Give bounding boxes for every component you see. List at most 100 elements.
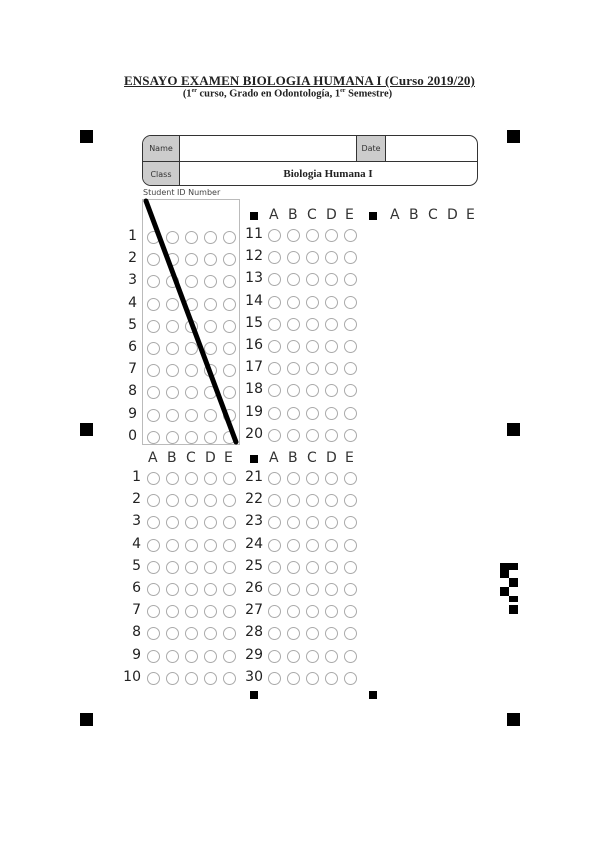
answer-bubble[interactable]	[325, 560, 338, 574]
answer-bubble[interactable]	[223, 605, 236, 619]
answer-bubble[interactable]	[166, 494, 179, 508]
answer-bubble[interactable]	[147, 671, 160, 685]
answer-bubble[interactable]	[204, 319, 217, 333]
answer-bubble[interactable]	[147, 538, 160, 552]
answer-bubble[interactable]	[185, 605, 198, 619]
answer-bubble[interactable]	[287, 671, 300, 685]
answer-bubble[interactable]	[166, 516, 179, 530]
answer-bubble[interactable]	[268, 472, 281, 485]
answer-bubble[interactable]	[306, 538, 319, 552]
answer-bubble[interactable]	[306, 671, 319, 685]
answer-bubble[interactable]	[185, 583, 198, 596]
answer-bubble[interactable]	[268, 362, 281, 376]
answer-bubble[interactable]	[325, 273, 338, 287]
answer-bubble[interactable]	[306, 472, 319, 485]
answer-bubble[interactable]	[287, 362, 300, 376]
answer-bubble[interactable]	[306, 627, 319, 641]
answer-bubble[interactable]	[185, 472, 198, 485]
answer-bubble[interactable]	[306, 295, 319, 309]
answer-bubble[interactable]	[185, 516, 198, 530]
answer-bubble[interactable]	[325, 605, 338, 619]
answer-bubble[interactable]	[344, 627, 357, 641]
answer-bubble[interactable]	[223, 538, 236, 552]
answer-bubble[interactable]	[147, 494, 160, 508]
answer-bubble[interactable]	[344, 295, 357, 309]
answer-bubble[interactable]	[306, 340, 319, 353]
answer-bubble[interactable]	[325, 340, 338, 353]
answer-bubble[interactable]	[185, 649, 198, 663]
answer-bubble[interactable]	[204, 231, 217, 244]
answer-bubble[interactable]	[325, 472, 338, 485]
answer-bubble[interactable]	[325, 362, 338, 376]
answer-bubble[interactable]	[223, 297, 236, 311]
answer-bubble[interactable]	[287, 627, 300, 641]
answer-bubble[interactable]	[344, 362, 357, 376]
answer-bubble[interactable]	[166, 231, 179, 244]
answer-bubble[interactable]	[325, 494, 338, 508]
answer-bubble[interactable]	[204, 649, 217, 663]
answer-bubble[interactable]	[268, 671, 281, 685]
answer-bubble[interactable]	[185, 538, 198, 552]
answer-bubble[interactable]	[325, 406, 338, 420]
answer-bubble[interactable]	[147, 516, 160, 530]
answer-bubble[interactable]	[147, 583, 160, 596]
answer-bubble[interactable]	[185, 319, 198, 333]
answer-bubble[interactable]	[166, 627, 179, 641]
answer-bubble[interactable]	[344, 428, 357, 442]
answer-bubble[interactable]	[344, 251, 357, 265]
answer-bubble[interactable]	[344, 340, 357, 353]
answer-bubble[interactable]	[268, 384, 281, 398]
answer-bubble[interactable]	[204, 494, 217, 508]
answer-bubble[interactable]	[268, 516, 281, 530]
answer-bubble[interactable]	[344, 229, 357, 242]
answer-bubble[interactable]	[306, 273, 319, 287]
answer-bubble[interactable]	[185, 231, 198, 244]
answer-bubble[interactable]	[268, 406, 281, 420]
answer-bubble[interactable]	[344, 472, 357, 485]
answer-bubble[interactable]	[287, 229, 300, 242]
answer-bubble[interactable]	[287, 295, 300, 309]
answer-bubble[interactable]	[325, 317, 338, 331]
answer-bubble[interactable]	[344, 538, 357, 552]
answer-bubble[interactable]	[287, 560, 300, 574]
answer-bubble[interactable]	[344, 494, 357, 508]
answer-bubble[interactable]	[185, 560, 198, 574]
answer-bubble[interactable]	[185, 494, 198, 508]
answer-bubble[interactable]	[166, 583, 179, 596]
answer-bubble[interactable]	[306, 251, 319, 265]
answer-bubble[interactable]	[325, 538, 338, 552]
answer-bubble[interactable]	[325, 627, 338, 641]
answer-bubble[interactable]	[147, 472, 160, 485]
answer-bubble[interactable]	[204, 297, 217, 311]
answer-bubble[interactable]	[166, 472, 179, 485]
answer-bubble[interactable]	[287, 384, 300, 398]
answer-bubble[interactable]	[268, 229, 281, 242]
answer-bubble[interactable]	[325, 384, 338, 398]
answer-bubble[interactable]	[306, 516, 319, 530]
answer-bubble[interactable]	[268, 494, 281, 508]
answer-bubble[interactable]	[268, 340, 281, 353]
answer-bubble[interactable]	[204, 583, 217, 596]
answer-bubble[interactable]	[268, 560, 281, 574]
answer-bubble[interactable]	[223, 649, 236, 663]
name-field[interactable]	[180, 136, 356, 161]
answer-bubble[interactable]	[344, 605, 357, 619]
answer-bubble[interactable]	[223, 231, 236, 244]
answer-bubble[interactable]	[204, 605, 217, 619]
answer-bubble[interactable]	[147, 231, 160, 244]
answer-bubble[interactable]	[344, 384, 357, 398]
answer-bubble[interactable]	[223, 472, 236, 485]
answer-bubble[interactable]	[306, 229, 319, 242]
answer-bubble[interactable]	[287, 605, 300, 619]
answer-bubble[interactable]	[268, 605, 281, 619]
answer-bubble[interactable]	[344, 317, 357, 331]
answer-bubble[interactable]	[185, 627, 198, 641]
answer-bubble[interactable]	[306, 605, 319, 619]
answer-bubble[interactable]	[344, 273, 357, 287]
answer-bubble[interactable]	[344, 516, 357, 530]
answer-bubble[interactable]	[166, 671, 179, 685]
answer-bubble[interactable]	[306, 317, 319, 331]
answer-bubble[interactable]	[185, 430, 198, 444]
answer-bubble[interactable]	[287, 516, 300, 530]
answer-bubble[interactable]	[287, 273, 300, 287]
